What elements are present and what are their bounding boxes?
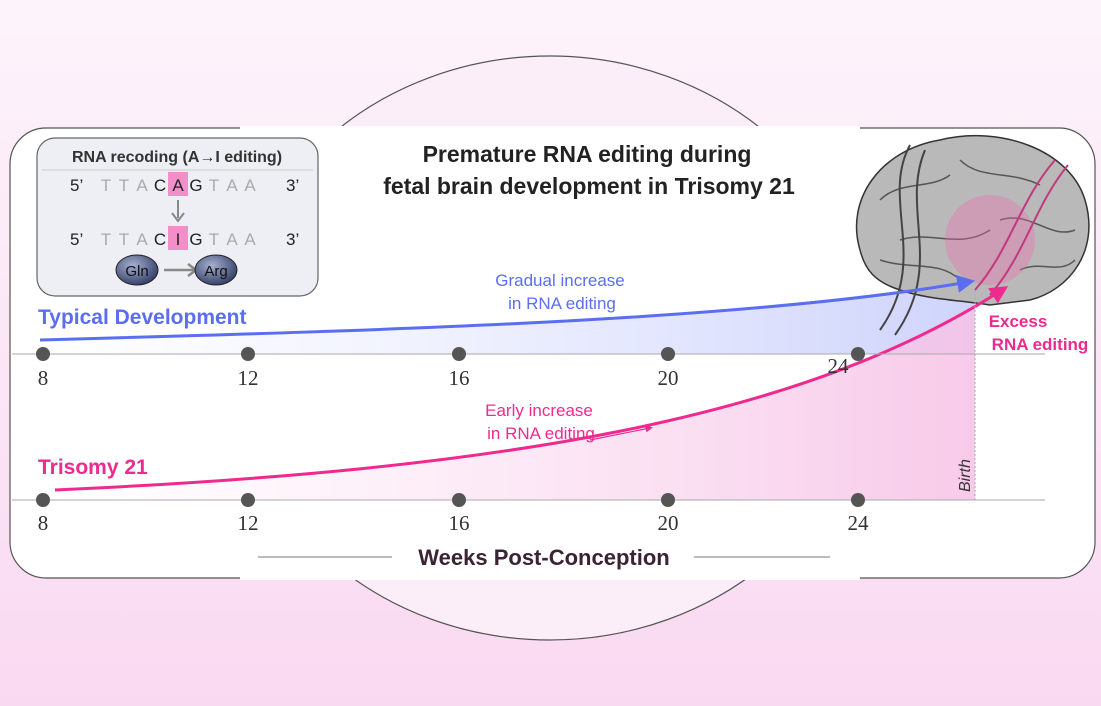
timepoint-dot xyxy=(661,347,675,361)
early-arrow-icon xyxy=(589,425,653,441)
five-prime: 5’ xyxy=(70,230,83,249)
timepoint-dot xyxy=(241,493,255,507)
brain-illustration xyxy=(855,134,1090,336)
dna-helix-icon xyxy=(879,144,911,331)
base-letter: T xyxy=(101,176,111,195)
timepoint-dot xyxy=(661,493,675,507)
excess-line1: Excess xyxy=(989,312,1048,331)
typical-note2: in RNA editing xyxy=(508,294,616,313)
base-letter: C xyxy=(154,230,166,249)
timepoint-dot xyxy=(241,347,255,361)
tick-label: 20 xyxy=(658,511,679,535)
timepoint-dot xyxy=(36,347,50,361)
base-letter: A xyxy=(172,176,184,195)
trisomy-area xyxy=(55,285,1005,500)
edited-base-highlight xyxy=(168,226,188,250)
base-letter: T xyxy=(209,230,219,249)
tick-label: 24 xyxy=(828,354,850,378)
base-letter: C xyxy=(154,176,166,195)
timepoint-dot xyxy=(851,347,865,361)
five-prime: 5’ xyxy=(70,176,83,195)
tick-label: 8 xyxy=(38,511,49,535)
arg-bubble xyxy=(194,254,238,286)
base-letter: I xyxy=(176,230,181,249)
base-letter: T xyxy=(101,230,111,249)
base-letter: A xyxy=(244,176,256,195)
typical-note1: Gradual increase xyxy=(495,271,624,290)
title-line2: fetal brain development in Trisomy 21 xyxy=(383,173,795,199)
tick-label: 8 xyxy=(38,366,49,390)
edited-base-highlight xyxy=(168,172,188,196)
typical-curve xyxy=(39,274,976,342)
base-letter: A xyxy=(226,230,238,249)
trisomy-label: Trisomy 21 xyxy=(38,456,148,479)
timepoint-dot xyxy=(36,493,50,507)
tick-label: 16 xyxy=(449,511,470,535)
base-letter: T xyxy=(209,176,219,195)
trisomy-curve xyxy=(54,286,1009,492)
inset-title: RNA recoding (A→I editing) xyxy=(72,149,282,166)
axis-label: Weeks Post-Conception xyxy=(418,545,669,570)
trisomy-note1: Early increase xyxy=(485,401,593,420)
base-letter: A xyxy=(244,230,256,249)
timepoint-dot xyxy=(851,493,865,507)
base-letter: T xyxy=(119,176,129,195)
typical-area xyxy=(40,280,975,354)
title-line1: Premature RNA editing during xyxy=(423,141,752,167)
three-prime: 3’ xyxy=(286,230,299,249)
base-letter: G xyxy=(189,230,202,249)
tick-label: 20 xyxy=(658,366,679,390)
tick-label: 24 xyxy=(848,511,870,535)
trisomy-note2: in RNA editing xyxy=(487,424,595,443)
aa-from: Gln xyxy=(125,263,148,280)
tick-label: 12 xyxy=(238,511,259,535)
base-letter: T xyxy=(119,230,129,249)
tick-label: 12 xyxy=(238,366,259,390)
three-prime: 3’ xyxy=(286,176,299,195)
gln-bubble xyxy=(115,254,159,286)
timepoint-dot xyxy=(452,493,466,507)
base-letter: A xyxy=(226,176,238,195)
rna-recoding-inset: RNA recoding (A→I editing) 5’ 3’ 5’ 3’ T… xyxy=(36,137,319,297)
base-letter: G xyxy=(189,176,202,195)
typical-label: Typical Development xyxy=(38,306,247,329)
dna-helix-icon xyxy=(974,159,1056,291)
tick-label: 16 xyxy=(449,366,470,390)
base-letter: A xyxy=(136,230,148,249)
aa-to: Arg xyxy=(204,263,227,280)
base-letter: A xyxy=(136,176,148,195)
excess-line2: RNA editing xyxy=(992,335,1089,354)
birth-label: Birth xyxy=(957,459,974,492)
timepoint-dot xyxy=(452,347,466,361)
